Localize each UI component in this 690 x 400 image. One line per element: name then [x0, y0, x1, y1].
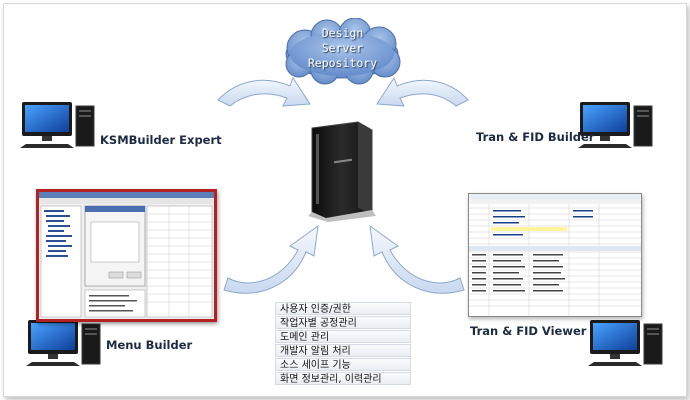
label-menu-builder: Menu Builder — [106, 338, 193, 352]
arrow-top-left — [217, 76, 311, 107]
feature-item: 개발자 알림 처리 — [275, 344, 411, 357]
server-icon — [308, 121, 376, 222]
arrow-bottom-right — [369, 224, 465, 294]
computer-icon-menu-builder — [26, 320, 101, 366]
cloud-label: Design Server Repository — [275, 26, 410, 71]
feature-item: 도메인 관리 — [275, 330, 411, 343]
computer-icon-tran-fid-viewer — [588, 320, 663, 366]
cloud-shape — [285, 18, 401, 85]
label-ksmbuilder-expert: KSMBuilder Expert — [100, 133, 222, 147]
feature-item: 화면 정보관리, 이력관리 — [275, 372, 411, 385]
cloud-line-2: Server — [321, 41, 364, 55]
cloud-line-1: Design — [321, 26, 364, 40]
arrow-bottom-left — [223, 224, 319, 294]
menu-builder-screenshot — [36, 189, 217, 322]
tran-fid-viewer-screenshot-image — [469, 194, 641, 316]
label-tran-fid-viewer: Tran & FID Viewer — [470, 324, 587, 338]
label-tran-fid-builder: Tran & FID Builder — [476, 130, 595, 144]
feature-item: 작업자별 공정관리 — [275, 316, 411, 329]
computer-icon-tran-fid-builder — [578, 102, 653, 148]
tran-fid-viewer-screenshot — [468, 193, 642, 317]
cloud-line-3: Repository — [307, 56, 378, 70]
menu-builder-screenshot-image — [39, 192, 214, 318]
feature-item: 사용자 인증/권한 — [275, 302, 411, 315]
feature-list: 사용자 인증/권한 작업자별 공정관리 도메인 관리 개발자 알림 처리 소스 … — [275, 302, 411, 386]
computer-icon-ksmbuilder — [20, 102, 95, 148]
arrow-top-right — [376, 76, 469, 107]
feature-item: 소스 세이프 기능 — [275, 358, 411, 371]
